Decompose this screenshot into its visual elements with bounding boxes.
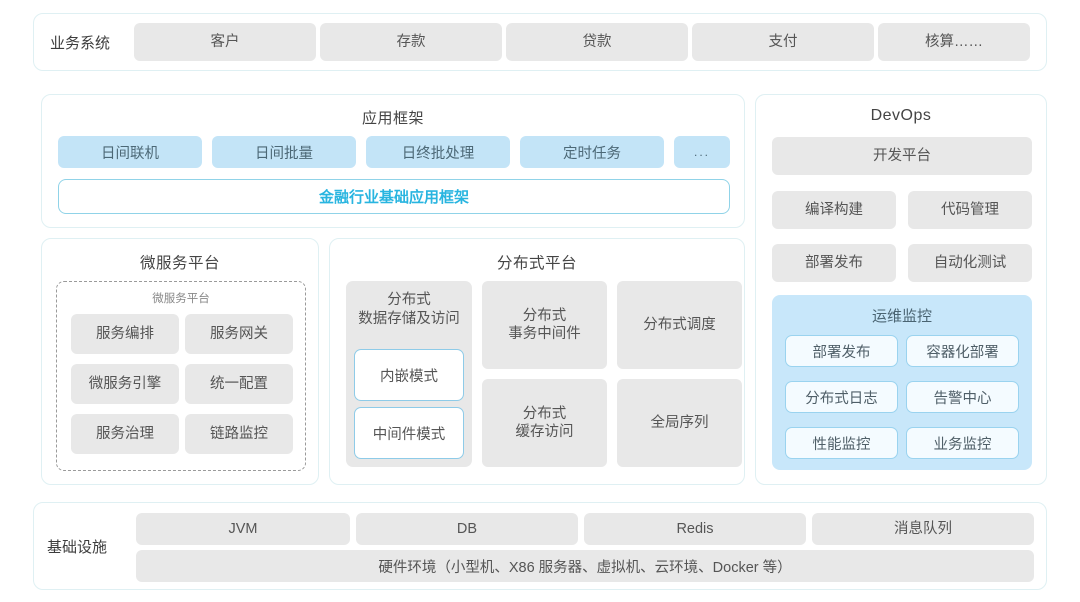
app-framework-item-daytime-batch[interactable]: 日间批量 (212, 136, 356, 168)
distributed-item-0-line1: 分布式 (522, 307, 567, 324)
microservice-item-trace-monitoring[interactable]: 链路监控 (185, 414, 293, 454)
ops-item-alert-center[interactable]: 告警中心 (906, 381, 1019, 413)
distributed-item-scheduling[interactable]: 分布式调度 (617, 281, 742, 369)
business-systems-label: 业务系统 (50, 34, 111, 52)
distributed-data-storage-title-line2: 数据存储及访问 (358, 310, 460, 327)
microservice-platform-title: 微服务平台 (139, 255, 220, 272)
devops-title: DevOps (870, 107, 932, 124)
devops-item-automated-testing[interactable]: 自动化测试 (908, 244, 1032, 282)
business-system-item-accounting[interactable]: 核算…… (878, 23, 1030, 61)
distributed-data-storage-title-line1: 分布式 (387, 292, 431, 308)
infrastructure-label: 基础设施 (47, 538, 108, 556)
distributed-item-2-line2: 缓存访问 (515, 424, 574, 440)
base-application-framework-box[interactable]: 金融行业基础应用框架 (58, 179, 730, 214)
business-system-item-loan[interactable]: 贷款 (506, 23, 688, 61)
distributed-item-2-line1: 分布式 (522, 405, 567, 422)
devops-item-dev-platform[interactable]: 开发平台 (772, 137, 1032, 175)
ops-item-deploy-release[interactable]: 部署发布 (785, 335, 898, 367)
ops-item-performance-monitoring[interactable]: 性能监控 (785, 427, 898, 459)
microservice-platform-inner-group: 微服务平台 服务编排 服务网关 微服务引擎 统一配置 服务治理 链路监控 (56, 281, 306, 471)
distributed-data-storage-group[interactable]: 分布式 数据存储及访问 内嵌模式 中间件模式 (346, 281, 472, 467)
distributed-data-storage-title: 分布式 数据存储及访问 (346, 291, 472, 329)
infrastructure-hardware-environment[interactable]: 硬件环境（小型机、X86 服务器、虚拟机、云环境、Docker 等） (136, 550, 1034, 582)
microservice-item-microservice-engine[interactable]: 微服务引擎 (71, 364, 179, 404)
devops-item-code-management[interactable]: 代码管理 (908, 191, 1032, 229)
distributed-item-global-sequence[interactable]: 全局序列 (617, 379, 742, 467)
microservice-platform-panel: 微服务平台 微服务平台 服务编排 服务网关 微服务引擎 统一配置 服务治理 链路… (41, 238, 319, 485)
app-framework-item-eod-batch[interactable]: 日终批处理 (366, 136, 510, 168)
devops-item-compile-build[interactable]: 编译构建 (772, 191, 896, 229)
distributed-item-1-line1: 分布式调度 (643, 316, 716, 333)
microservice-item-service-gateway[interactable]: 服务网关 (185, 314, 293, 354)
distributed-item-0-line2: 事务中间件 (508, 326, 581, 342)
ops-item-business-monitoring[interactable]: 业务监控 (906, 427, 1019, 459)
distributed-item-transaction-middleware[interactable]: 分布式 事务中间件 (482, 281, 607, 369)
microservice-item-service-orchestration[interactable]: 服务编排 (71, 314, 179, 354)
business-system-item-customer[interactable]: 客户 (134, 23, 316, 61)
ops-monitoring-title: 运维监控 (871, 308, 932, 325)
app-framework-item-more[interactable]: ... (674, 136, 730, 168)
devops-panel: DevOps 开发平台 编译构建 代码管理 部署发布 自动化测试 运维监控 部署… (755, 94, 1047, 485)
microservice-platform-subtitle: 微服务平台 (152, 293, 210, 305)
microservice-item-unified-config[interactable]: 统一配置 (185, 364, 293, 404)
distributed-item-cache-access[interactable]: 分布式 缓存访问 (482, 379, 607, 467)
distributed-platform-title: 分布式平台 (496, 255, 577, 272)
application-framework-panel: 应用框架 日间联机 日间批量 日终批处理 定时任务 ... 金融行业基础应用框架 (41, 94, 745, 228)
microservice-item-service-governance[interactable]: 服务治理 (71, 414, 179, 454)
ops-item-distributed-log[interactable]: 分布式日志 (785, 381, 898, 413)
distributed-storage-mode-embedded[interactable]: 内嵌模式 (354, 349, 464, 401)
infrastructure-item-message-queue[interactable]: 消息队列 (812, 513, 1034, 545)
app-framework-item-scheduled-task[interactable]: 定时任务 (520, 136, 664, 168)
infrastructure-item-redis[interactable]: Redis (584, 513, 806, 545)
infrastructure-item-jvm[interactable]: JVM (136, 513, 350, 545)
application-framework-title: 应用框架 (361, 110, 424, 127)
infrastructure-panel: JVM DB Redis 消息队列 硬件环境（小型机、X86 服务器、虚拟机、云… (33, 502, 1047, 590)
ops-item-containerized-deploy[interactable]: 容器化部署 (906, 335, 1019, 367)
app-framework-item-daytime-online[interactable]: 日间联机 (58, 136, 202, 168)
business-system-item-payment[interactable]: 支付 (692, 23, 874, 61)
distributed-item-3-line1: 全局序列 (650, 414, 709, 431)
ops-monitoring-group: 运维监控 部署发布 容器化部署 分布式日志 告警中心 性能监控 业务监控 (772, 295, 1032, 470)
business-system-item-deposit[interactable]: 存款 (320, 23, 502, 61)
distributed-platform-panel: 分布式平台 分布式 数据存储及访问 内嵌模式 中间件模式 分布式 事务中间件 分… (329, 238, 745, 485)
infrastructure-item-db[interactable]: DB (356, 513, 578, 545)
devops-item-deploy-release[interactable]: 部署发布 (772, 244, 896, 282)
distributed-storage-mode-middleware[interactable]: 中间件模式 (354, 407, 464, 459)
